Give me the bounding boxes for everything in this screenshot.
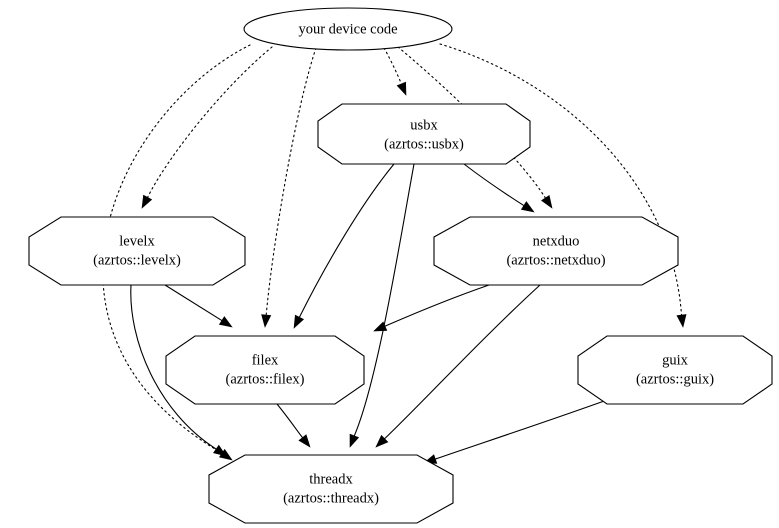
node-threadx-label-line1: threadx (309, 471, 353, 487)
node-filex[interactable]: filex (azrtos::filex) (165, 335, 365, 405)
arrowhead-usbx-to-netxduo (520, 201, 535, 213)
node-your-device-code[interactable]: your device code (243, 7, 453, 51)
arrowhead-device-to-levelx (141, 194, 153, 209)
node-netxduo[interactable]: netxduo (azrtos::netxduo) (433, 216, 679, 286)
node-netxduo-label-line2: (azrtos::netxduo) (506, 252, 605, 268)
node-filex-label-line2: (azrtos::filex) (226, 371, 305, 387)
edge-layer (102, 43, 687, 464)
node-netxduo-label-line1: netxduo (533, 233, 580, 249)
arrowhead-netxduo-to-threadx (375, 434, 389, 448)
node-your-device-code-label: your device code (298, 21, 397, 37)
node-levelx-label-line1: levelx (119, 233, 155, 249)
node-levelx-shape (28, 216, 246, 286)
edge-device-to-levelx (147, 46, 273, 198)
node-netxduo-shape (433, 216, 679, 286)
arrowhead-usbx-to-filex (293, 314, 305, 329)
node-usbx-shape (317, 103, 531, 165)
node-threadx-label-line2: (azrtos::threadx) (283, 490, 379, 506)
arrowhead-device-to-netxduo (541, 194, 553, 209)
edge-device-to-threadx (102, 44, 251, 454)
edge-usbx-to-threadx (353, 163, 415, 437)
node-usbx[interactable]: usbx (azrtos::usbx) (317, 103, 531, 165)
node-guix-shape (577, 335, 773, 405)
node-guix[interactable]: guix (azrtos::guix) (577, 335, 773, 405)
edge-netxduo-to-filex (384, 284, 490, 327)
arrowhead-usbx-to-threadx (349, 433, 360, 448)
node-usbx-label-line2: (azrtos::usbx) (384, 136, 464, 152)
node-filex-label-line1: filex (252, 352, 279, 368)
node-filex-shape (165, 335, 365, 405)
edge-levelx-to-filex (164, 284, 223, 322)
edge-levelx-to-threadx (130, 284, 217, 450)
node-levelx[interactable]: levelx (azrtos::levelx) (28, 216, 246, 286)
edge-filex-to-threadx (276, 403, 303, 438)
edge-netxduo-to-threadx (384, 284, 541, 440)
arrowhead-netxduo-to-filex (373, 321, 388, 332)
arrowhead-device-to-filex (261, 314, 272, 328)
node-levelx-label-line2: (azrtos::levelx) (93, 252, 181, 268)
arrowhead-device-to-guix (676, 314, 687, 328)
arrowhead-device-to-usbx (396, 81, 407, 96)
arrowhead-levelx-to-filex (218, 316, 233, 328)
edge-usbx-to-filex (298, 163, 395, 318)
node-threadx[interactable]: threadx (azrtos::threadx) (208, 454, 454, 524)
edge-usbx-to-netxduo (463, 163, 525, 207)
node-guix-label-line2: (azrtos::guix) (636, 371, 714, 387)
node-threadx-shape (208, 454, 454, 524)
edge-device-to-usbx (383, 47, 402, 85)
edge-guix-to-threadx (435, 399, 608, 460)
node-usbx-label-line1: usbx (410, 117, 438, 133)
node-guix-label-line1: guix (662, 352, 689, 368)
arrowhead-levelx-to-threadx (213, 444, 227, 457)
arrowhead-filex-to-threadx (298, 434, 311, 448)
node-your-device-code-shape (243, 7, 453, 51)
edge-device-to-filex (265, 47, 317, 316)
